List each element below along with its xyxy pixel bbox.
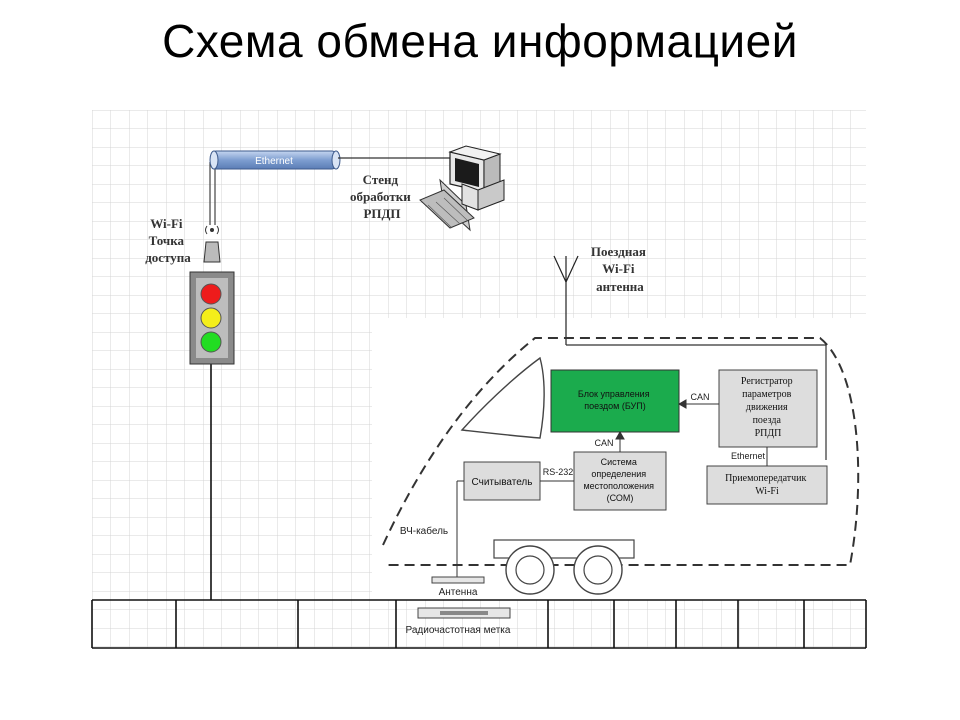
transceiver-box <box>706 465 828 505</box>
reader-label: Считыватель <box>472 477 533 488</box>
positioning-label-line-4: (СОМ) <box>607 493 634 503</box>
rs232-label: RS-232 <box>543 467 574 477</box>
recorder-label: Регистратор параметров движения поезда Р… <box>741 376 795 439</box>
train-antenna-label-line-1: Поездная <box>591 244 646 259</box>
positioning-label-line-1: Система <box>601 457 637 467</box>
access-point-icon <box>203 225 221 263</box>
antenna-plate <box>431 576 485 584</box>
recorder-label-line-2: параметров <box>742 389 791 400</box>
ground-rail <box>91 599 867 649</box>
recorder-label-line-1: Регистратор <box>741 376 793 387</box>
control-unit-label-line-1: Блок управления <box>578 389 650 399</box>
hf-cable-label: ВЧ-кабель <box>400 525 448 537</box>
computer-icon <box>419 145 505 232</box>
train-windshield <box>460 356 545 439</box>
positioning-label-line-2: определения <box>591 469 646 479</box>
station-label-line-2: обработки <box>350 189 411 204</box>
recorder-label-line-3: движения <box>746 402 788 413</box>
station-label-line-1: Стенд <box>363 172 399 187</box>
ethernet-internal-label: Ethernet <box>731 451 766 461</box>
access-point-label-line-1: Wi-Fi <box>150 216 183 231</box>
can-recorder-label: CAN <box>690 392 709 402</box>
control-unit-box <box>550 369 680 433</box>
train-antenna-label: Поездная Wi-Fi антенна <box>591 244 649 294</box>
slide-title: Схема обмена информацией <box>162 15 798 67</box>
traffic-light <box>189 271 235 600</box>
ground-grid-background <box>92 600 866 648</box>
control-unit-label: Блок управления поездом (БУП) <box>578 389 652 411</box>
access-point-label: Wi-Fi Точка доступа <box>145 216 191 265</box>
control-unit-label-line-2: поездом (БУП) <box>584 401 645 411</box>
recorder-label-line-5: РПДП <box>755 428 782 439</box>
antenna-label: Антенна <box>439 587 478 598</box>
rf-tag-icon <box>417 607 511 619</box>
access-point-label-line-3: доступа <box>145 250 191 265</box>
traffic-light-yellow <box>200 307 222 329</box>
train-antenna-label-line-3: антенна <box>596 279 644 294</box>
traffic-light-green <box>200 331 222 353</box>
rf-tag-label: Радиочастотная метка <box>406 625 511 636</box>
positioning-system-label: Система определения местоположения (СОМ) <box>583 457 656 503</box>
can-positioning-label: CAN <box>594 438 613 448</box>
station-label: Стенд обработки РПДП <box>350 172 414 221</box>
train-bogie <box>493 539 635 595</box>
traffic-light-red <box>200 283 222 305</box>
transceiver-label-line-1: Приемопередатчик <box>725 473 806 484</box>
access-point-label-line-2: Точка <box>149 233 185 248</box>
ethernet-cable-label: Ethernet <box>255 156 293 167</box>
ethernet-cable <box>209 150 451 225</box>
internal-links <box>456 399 768 577</box>
train-body-outline <box>382 337 860 566</box>
positioning-label-line-3: местоположения <box>583 481 654 491</box>
recorder-box <box>718 369 818 448</box>
reader-box <box>463 461 541 501</box>
transceiver-label: Приемопередатчик Wi-Fi <box>725 473 809 497</box>
train-antenna-label-line-2: Wi-Fi <box>602 261 635 276</box>
transceiver-label-line-2: Wi-Fi <box>755 486 779 497</box>
station-label-line-3: РПДП <box>363 206 400 221</box>
recorder-label-line-4: поезда <box>753 415 782 426</box>
